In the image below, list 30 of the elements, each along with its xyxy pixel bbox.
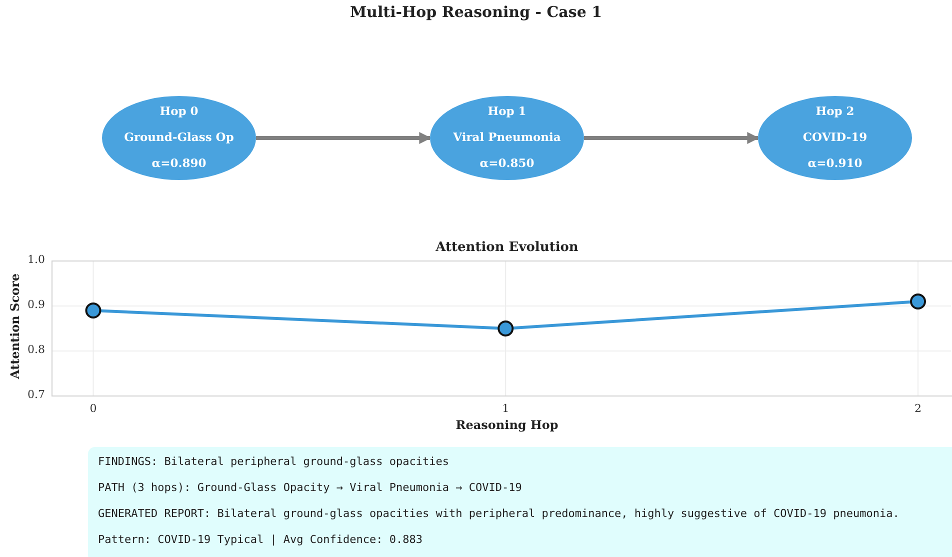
- findings-text: FINDINGS: Bilateral peripheral ground-glass opacities: [98, 455, 449, 468]
- arrow: [584, 132, 760, 144]
- hop-label: Hop 1: [486, 104, 528, 118]
- concept-label: COVID-19: [802, 130, 868, 144]
- hop-label: Hop 0: [158, 104, 200, 118]
- report-text: GENERATED REPORT: Bilateral ground-glass opacities with peripheral predominance, highly suggestive of COVID-19 pneumonia.: [98, 507, 900, 520]
- tick-label: 0.8: [28, 343, 45, 356]
- tick-label: 2: [914, 402, 922, 415]
- axis-title: Attention Score: [8, 275, 22, 379]
- tick-label: 1.0: [28, 253, 45, 266]
- report-panel: [88, 447, 952, 557]
- diagram-title: Multi-Hop Reasoning - Case 1: [348, 3, 604, 21]
- arrow: [256, 132, 432, 144]
- tick-label: 0: [88, 402, 98, 415]
- weight-label: α=0.910: [806, 156, 864, 170]
- concept-label: Viral Pneumonia: [452, 130, 562, 144]
- chart-title: Attention Evolution: [434, 240, 580, 255]
- concept-ellipse: [102, 96, 256, 180]
- concept-ellipse: [758, 96, 912, 180]
- weight-label: α=0.890: [150, 156, 208, 170]
- tick-label: 0.7: [28, 388, 45, 401]
- path-text: PATH (3 hops): Ground-Glass Opacity → Viral Pneumonia → COVID-19: [98, 481, 522, 494]
- summary-text: Pattern: COVID-19 Typical | Avg Confidence: 0.883: [98, 533, 423, 546]
- concept-ellipse: [430, 96, 584, 180]
- tick-label: 1: [501, 402, 510, 415]
- tick-label: 0.9: [28, 298, 45, 311]
- hop-label: Hop 2: [814, 104, 856, 118]
- concept-label: Ground-Glass Op: [123, 130, 235, 144]
- weight-label: α=0.850: [478, 156, 536, 170]
- axis-title: Reasoning Hop: [454, 418, 560, 432]
